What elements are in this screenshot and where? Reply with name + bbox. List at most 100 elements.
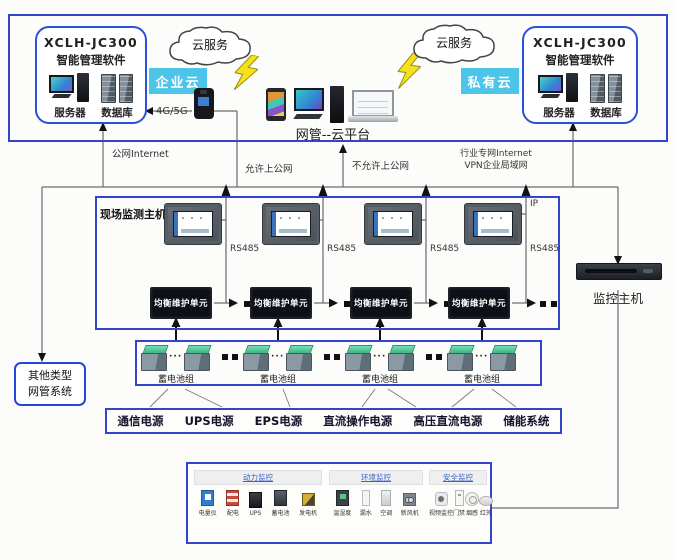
power-monitoring-panel: 动力监控 电量仪 配电 UPS 蓄电池 发电机 [194, 470, 322, 517]
panel-title: 动力监控 [243, 473, 273, 482]
security-monitoring-panel: 安全监控 视频监控 门禁 烟感 红外 [429, 470, 494, 517]
rack-server-icon [576, 263, 662, 280]
power-source-label: 储能系统 [503, 414, 550, 428]
power-source-label: UPS电源 [184, 414, 234, 428]
server-icon [49, 73, 91, 103]
cloud-icon: 云服务 [406, 22, 502, 66]
gateway-4g5g-icon [194, 88, 214, 119]
other-nms-box: 其他类型 网管系统 [14, 362, 86, 406]
left-system-title: XCLH-JC300 [44, 35, 138, 50]
battery-icon [243, 345, 271, 372]
left-management-system: XCLH-JC300 智能管理软件 服务器 数据库 [35, 26, 147, 124]
touch-monitor-icon [164, 203, 222, 245]
touch-monitor-icon [464, 203, 522, 245]
cloud-icon: 云服务 [162, 24, 258, 68]
cloud-platform-box: XCLH-JC300 智能管理软件 服务器 数据库 [8, 14, 668, 143]
group-separator [426, 354, 432, 360]
battery-icon [184, 345, 212, 372]
battery-ellipsis: ··· [475, 352, 489, 362]
industry-vpn-label-line1: 行业专网Internet [460, 149, 532, 159]
power-source-label: 通信电源 [117, 414, 164, 428]
group-separator [436, 354, 442, 360]
group-separator [222, 354, 228, 360]
infrared-sensor-icon [479, 496, 494, 506]
battery-icon [141, 345, 169, 372]
other-nms-line2: 网管系统 [28, 385, 72, 398]
field-host-label: 现场监测主机 [100, 208, 166, 221]
monitor-host-label: 监控主机 [592, 291, 643, 306]
cloud-service-label: 云服务 [191, 38, 228, 52]
other-nms-line1: 其他类型 [28, 369, 72, 383]
desktop-pc-icon [293, 86, 346, 126]
battery-group-label: 蓄电池组 [463, 375, 500, 385]
database-label: 数据库 [590, 107, 622, 119]
monitoring-categories-box: 动力监控 电量仪 配电 UPS 蓄电池 发电机 环境监控 温湿度 漏水 空调 新… [186, 462, 494, 544]
touch-monitor-icon [364, 203, 422, 245]
rs485-label: RS485 [530, 244, 560, 254]
air-conditioner-icon [381, 490, 392, 506]
power-source-label: EPS电源 [254, 414, 303, 428]
battery-group-label: 蓄电池组 [157, 375, 194, 385]
smartphone-icon [266, 88, 286, 121]
battery-icon [388, 345, 416, 372]
platform-label: 网管--云平台 [295, 128, 371, 143]
database-icon [590, 74, 622, 103]
deny-public-label: 不允许上公网 [352, 161, 410, 172]
laptop-icon [348, 90, 398, 124]
battery-icon [286, 345, 314, 372]
gateway-label: 4G/5G [156, 106, 188, 117]
ups-icon [248, 492, 262, 508]
field-monitoring-box [95, 196, 560, 330]
server-icon [538, 73, 580, 103]
battery-ellipsis: ··· [373, 352, 387, 362]
public-internet-label: 公网Internet [112, 149, 169, 160]
temperature-humidity-icon [335, 490, 349, 506]
power-source-label: 直流操作电源 [323, 414, 393, 428]
balance-maintenance-unit: 均衡维护单元 [448, 287, 510, 319]
group-separator [324, 354, 330, 360]
door-access-icon [454, 490, 464, 506]
fresh-air-fan-icon [403, 493, 417, 506]
server-label: 服务器 [54, 107, 86, 119]
right-system-title: XCLH-JC300 [533, 35, 627, 50]
database-icon [101, 74, 133, 103]
environment-monitoring-panel: 环境监控 温湿度 漏水 空调 新风机 [329, 470, 423, 517]
battery-box [135, 340, 542, 386]
smoke-detector-icon [465, 492, 480, 506]
group-separator [334, 354, 340, 360]
battery-icon [345, 345, 373, 372]
allow-public-label: 允许上公网 [245, 164, 293, 175]
battery-ellipsis: ··· [169, 352, 183, 362]
balance-maintenance-unit: 均衡维护单元 [150, 287, 212, 319]
distribution-icon [226, 490, 240, 506]
private-cloud-tag: 私有云 [461, 68, 519, 94]
lightning-icon [233, 54, 260, 91]
left-system-subtitle: 智能管理软件 [56, 53, 126, 67]
ip-label: IP [530, 199, 539, 209]
right-system-subtitle: 智能管理软件 [545, 53, 615, 67]
rs485-label: RS485 [430, 244, 460, 254]
server-label: 服务器 [543, 107, 575, 119]
enterprise-cloud-tag: 企业云 [149, 68, 207, 94]
battery-group-label: 蓄电池组 [361, 375, 398, 385]
dome-camera-icon [434, 492, 448, 506]
battery-ellipsis: ··· [271, 352, 285, 362]
balance-maintenance-unit: 均衡维护单元 [350, 287, 412, 319]
rs485-label: RS485 [230, 244, 260, 254]
panel-title: 环境监控 [361, 473, 391, 482]
industry-vpn-label-line2: VPN企业局域网 [464, 161, 528, 171]
rs485-label: RS485 [327, 244, 357, 254]
database-label: 数据库 [101, 107, 133, 119]
cloud-service-label: 云服务 [435, 36, 472, 50]
balance-maintenance-unit: 均衡维护单元 [250, 287, 312, 319]
touch-monitor-icon [262, 203, 320, 245]
power-meter-icon [201, 490, 215, 506]
power-source-label: 高压直流电源 [413, 414, 483, 428]
right-management-system: XCLH-JC300 智能管理软件 服务器 数据库 [522, 26, 638, 124]
panel-title: 安全监控 [443, 473, 473, 482]
water-leak-icon [361, 490, 370, 506]
group-separator [232, 354, 238, 360]
battery-cabinet-icon [274, 490, 288, 506]
battery-group-label: 蓄电池组 [259, 375, 296, 385]
